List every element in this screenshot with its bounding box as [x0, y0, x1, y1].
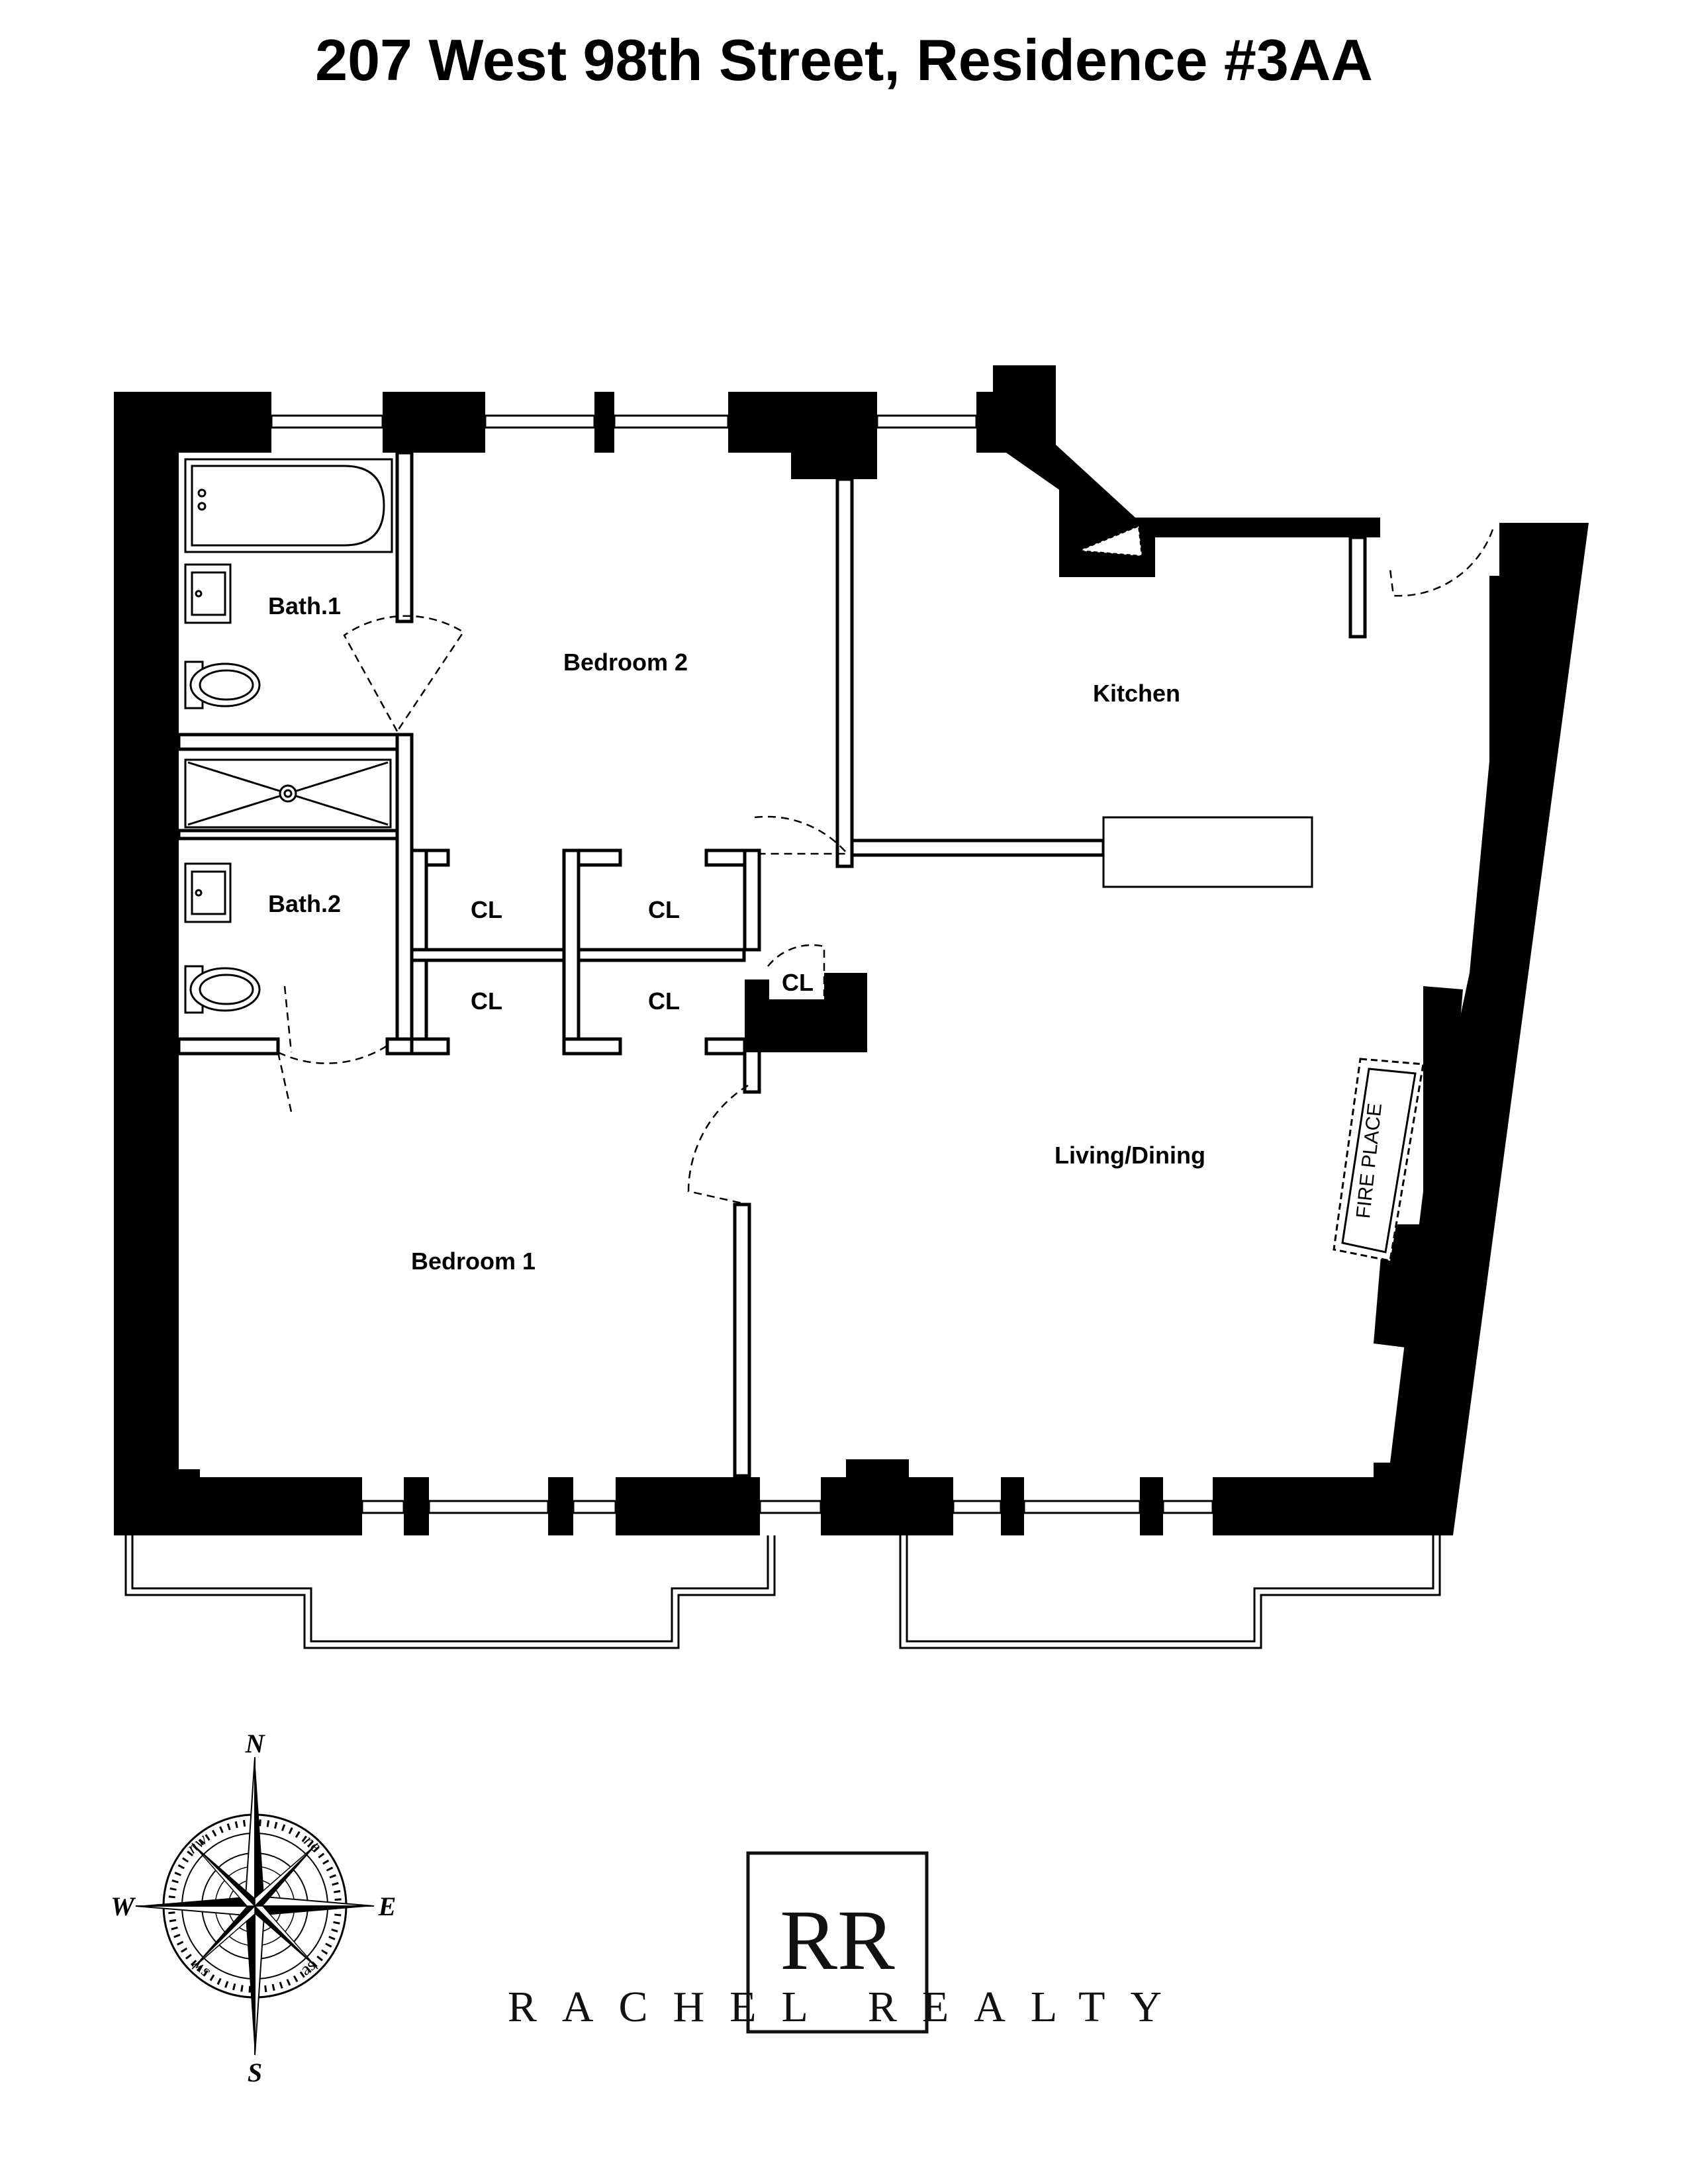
- compass-nw-label: nw: [183, 1829, 211, 1857]
- closet-label: CL: [648, 987, 680, 1015]
- compass-rose: N S E W nw ne sw se: [111, 1729, 396, 2087]
- balcony-outlines: [124, 1535, 1441, 1649]
- door-swings: [277, 529, 1494, 1206]
- fixtures: [184, 458, 1425, 1262]
- room-label-bath1: Bath.1: [268, 592, 341, 619]
- closet-label: CL: [782, 969, 814, 996]
- shower: [184, 758, 392, 829]
- compass-south-label: S: [248, 2058, 262, 2087]
- compass-east-label: E: [378, 1891, 397, 1921]
- closet-label: CL: [471, 896, 502, 923]
- compass-west-label: W: [111, 1891, 136, 1921]
- room-label-bath2: Bath.2: [268, 890, 341, 917]
- compass-sw-label: sw: [187, 1956, 213, 1983]
- brand-name: RACHEL REALTY: [507, 1983, 1188, 2031]
- logo-monogram: RR: [780, 1893, 895, 1988]
- room-labels: Bath.1 Bath.2 Bedroom 2 Bedroom 1 Kitche…: [268, 592, 1386, 1275]
- bathtub-inner: [191, 465, 385, 547]
- room-label-living-dining: Living/Dining: [1055, 1142, 1205, 1169]
- brand-logo: RR: [746, 1851, 929, 2034]
- compass-north-label: N: [245, 1729, 266, 1758]
- room-label-bedroom1: Bedroom 1: [411, 1248, 536, 1275]
- page-title: 207 West 98th Street, Residence #3AA: [315, 27, 1373, 93]
- closet-labels: CL CL CL CL CL: [471, 896, 814, 1015]
- interior-walls: [177, 451, 1367, 1478]
- room-label-bedroom2: Bedroom 2: [563, 649, 688, 676]
- room-label-kitchen: Kitchen: [1093, 680, 1180, 707]
- closet-label: CL: [648, 896, 680, 923]
- exterior-walls: [114, 365, 1589, 1535]
- kitchen-island: [1102, 816, 1313, 888]
- tub-faucet: [197, 488, 207, 498]
- closet-block: [745, 973, 867, 1052]
- closet-label: CL: [471, 987, 502, 1015]
- windows: [270, 414, 1214, 1514]
